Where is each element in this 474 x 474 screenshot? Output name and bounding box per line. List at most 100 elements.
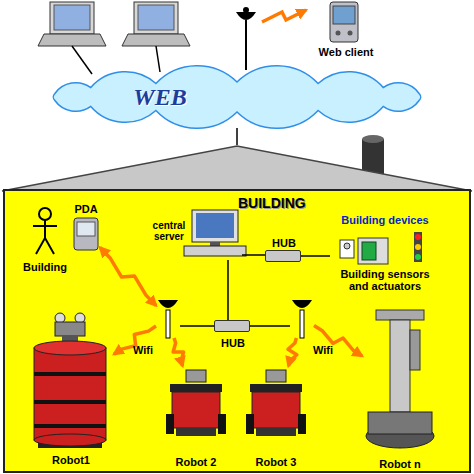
robot-icon bbox=[246, 414, 254, 434]
web-client-node: Web client bbox=[314, 0, 378, 62]
robot-icon bbox=[34, 348, 106, 440]
handheld-icon bbox=[330, 2, 358, 42]
house-outline bbox=[0, 145, 474, 474]
node-label: Robot 3 bbox=[245, 456, 307, 468]
robot-icon bbox=[34, 400, 106, 404]
laptop-icon bbox=[122, 34, 190, 46]
node-label: Wifi bbox=[308, 344, 338, 356]
wireless-link bbox=[100, 248, 156, 306]
handheld-icon bbox=[330, 2, 358, 42]
robot-icon bbox=[166, 370, 226, 436]
robot-icon bbox=[34, 434, 106, 446]
network-cable bbox=[242, 254, 265, 256]
robot-node: Robot n bbox=[362, 306, 438, 454]
laptop-icon bbox=[50, 2, 94, 34]
robot-icon bbox=[75, 313, 85, 323]
chimney bbox=[362, 135, 384, 143]
laptop-icon bbox=[54, 5, 90, 30]
node-label: central server bbox=[146, 220, 192, 242]
robot-icon bbox=[62, 336, 78, 344]
robot-icon bbox=[55, 322, 85, 336]
wireless-link bbox=[314, 326, 362, 356]
robot-icon bbox=[390, 320, 410, 412]
node-label: Building devices bbox=[330, 214, 440, 226]
network-cable bbox=[227, 260, 229, 320]
node-label: WEB bbox=[115, 84, 205, 110]
robot-icon bbox=[172, 392, 220, 428]
building-user-node: Building bbox=[20, 205, 70, 261]
wireless-link bbox=[173, 338, 183, 366]
robot-icon bbox=[376, 310, 424, 320]
wireless-bolt bbox=[262, 10, 306, 22]
network-wire bbox=[72, 20, 246, 74]
robot-icon bbox=[176, 428, 216, 436]
robot-icon bbox=[368, 412, 432, 434]
sensor-icon bbox=[362, 242, 376, 260]
house-body bbox=[4, 190, 470, 472]
robot-icon bbox=[38, 438, 102, 448]
building-devices-node: Building devicesBuilding sensors and act… bbox=[330, 212, 440, 292]
pda-icon bbox=[77, 222, 95, 236]
wifi-node: Wifi bbox=[290, 298, 314, 338]
robot-icon bbox=[218, 414, 226, 434]
robot-icon bbox=[366, 310, 434, 448]
pda-icon bbox=[74, 218, 98, 250]
robot-node: Robot 2 bbox=[165, 366, 227, 454]
node-label: Web client bbox=[314, 46, 378, 58]
pda-node: PDA bbox=[72, 216, 100, 250]
person-icon bbox=[33, 208, 57, 254]
node-label: PDA bbox=[66, 203, 106, 215]
node-label: Robot1 bbox=[28, 454, 114, 466]
laptop-icon bbox=[38, 2, 106, 46]
handheld-icon bbox=[348, 31, 353, 36]
robot-icon bbox=[55, 313, 65, 323]
hub-box: HUB bbox=[265, 250, 301, 262]
robot-icon bbox=[252, 392, 300, 428]
person-icon bbox=[39, 208, 51, 220]
cloud-outline bbox=[30, 66, 444, 128]
node-label: Building sensors and actuators bbox=[330, 268, 440, 292]
network-wire bbox=[245, 20, 247, 70]
robot-node: Robot1 bbox=[28, 318, 114, 448]
sensor-icon bbox=[415, 244, 421, 250]
wifi-node: Wifi bbox=[156, 298, 180, 338]
pda-icon bbox=[74, 218, 98, 250]
server-node: central server bbox=[150, 208, 242, 260]
network-cable bbox=[250, 325, 290, 327]
node-label: HUB bbox=[215, 337, 251, 349]
handheld-icon bbox=[333, 6, 355, 24]
node-label: BUILDING bbox=[238, 195, 368, 211]
robot-icon bbox=[34, 372, 106, 376]
server-icon bbox=[184, 246, 246, 256]
antenna-symbol bbox=[166, 310, 170, 338]
building-house: BUILDING PDABuilding central serverHUB Buil… bbox=[0, 145, 474, 474]
network-wire bbox=[72, 46, 92, 74]
person-icon bbox=[36, 238, 45, 254]
network-cable bbox=[180, 325, 214, 327]
server-icon bbox=[196, 213, 234, 238]
sensor-icon bbox=[415, 234, 421, 240]
person-icon bbox=[44, 220, 46, 238]
sensor-icon bbox=[340, 232, 422, 264]
antenna-symbol bbox=[158, 300, 178, 308]
handheld-icon bbox=[336, 31, 341, 36]
antenna-symbol bbox=[243, 7, 249, 13]
robot-icon bbox=[366, 424, 434, 448]
sensor-icon bbox=[344, 243, 350, 249]
wireless-bolt bbox=[262, 10, 306, 22]
sensor-icon bbox=[340, 240, 354, 258]
person-icon bbox=[45, 238, 54, 254]
network-cable bbox=[301, 255, 330, 257]
robot-icon bbox=[166, 414, 174, 434]
node-label: Wifi bbox=[128, 344, 158, 356]
hub-box: HUB bbox=[214, 320, 250, 332]
laptop-icon bbox=[122, 2, 190, 46]
robot-icon bbox=[34, 313, 106, 448]
robot-icon bbox=[256, 428, 296, 436]
robot-icon bbox=[410, 330, 420, 370]
house-roof bbox=[2, 146, 472, 191]
